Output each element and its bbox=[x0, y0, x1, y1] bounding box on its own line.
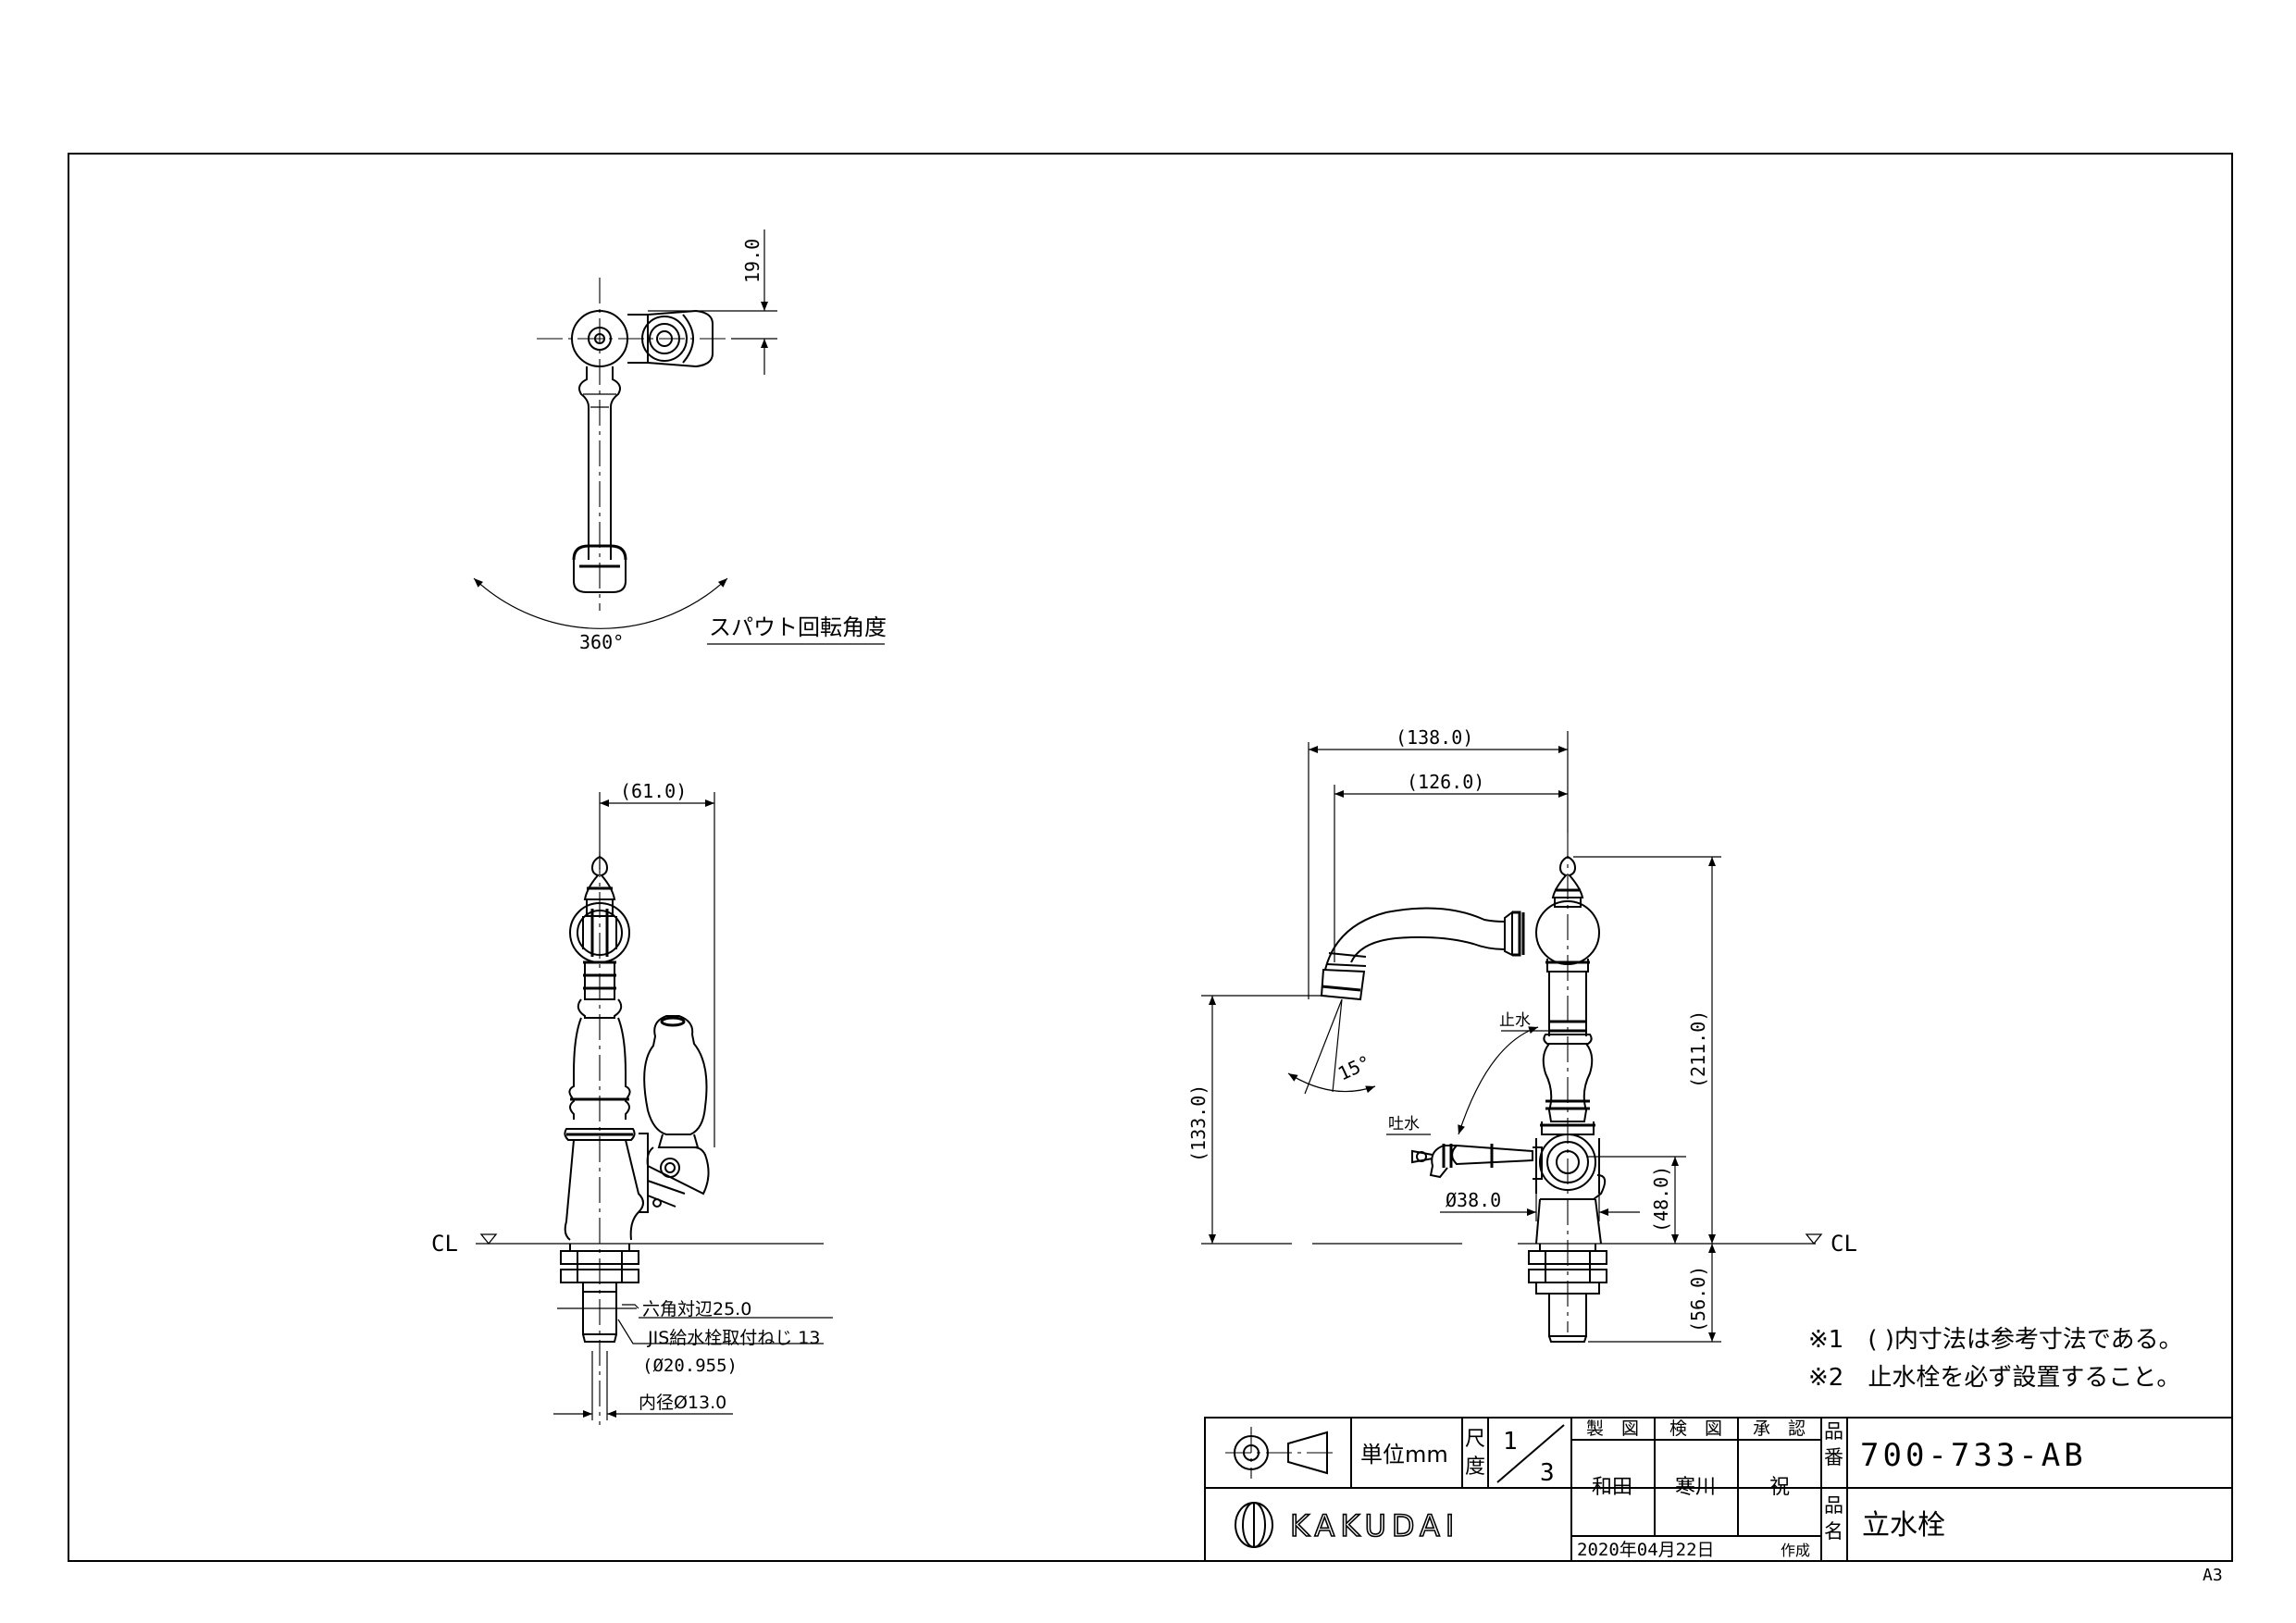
unit-label: 単位mm bbox=[1360, 1442, 1448, 1468]
part-name-label-1: 品 bbox=[1824, 1494, 1843, 1517]
cl-left: CL bbox=[431, 1231, 458, 1257]
dim-56: (56.0) bbox=[1687, 1266, 1709, 1332]
scale-den: 3 bbox=[1540, 1459, 1555, 1487]
top-view: 19.0 360° スパウト回転角度 bbox=[473, 229, 887, 653]
kakudai-logo: KAKUDAI bbox=[1235, 1502, 1459, 1548]
approved-by: 祝 bbox=[1769, 1476, 1790, 1499]
cl-right: CL bbox=[1831, 1231, 1857, 1257]
part-name-label-2: 名 bbox=[1824, 1520, 1843, 1542]
dim-19: 19.0 bbox=[741, 239, 763, 283]
note-2: ※2 止水栓を必ず設置すること。 bbox=[1808, 1364, 2180, 1392]
scale-label-1: 尺 bbox=[1465, 1428, 1485, 1451]
scale-num: 1 bbox=[1503, 1428, 1518, 1456]
stop-water-label: 止水 bbox=[1499, 1011, 1531, 1030]
note-1: ※1 ( )内寸法は参考寸法である。 bbox=[1808, 1326, 2183, 1354]
part-name: 立水栓 bbox=[1862, 1509, 1945, 1542]
part-number: 700-733-AB bbox=[1860, 1437, 2087, 1474]
rotation-angle: 360° bbox=[579, 631, 624, 653]
projection-symbol bbox=[1225, 1427, 1336, 1479]
title-block: 単位mm 尺 度 1 3 製 図 検 図 承 認 和田 寒川 祝 品 番 700… bbox=[1204, 1417, 2233, 1562]
sheet-size: A3 bbox=[2203, 1566, 2223, 1585]
date-suffix: 作成 bbox=[1781, 1542, 1810, 1559]
front-view: (138.0) (126.0) (211.0) (133.0) bbox=[1187, 726, 1857, 1343]
header-approved: 承 認 bbox=[1753, 1419, 1806, 1439]
dim-133: (133.0) bbox=[1187, 1084, 1210, 1162]
dim-48: (48.0) bbox=[1650, 1166, 1672, 1233]
hex-label: 六角対辺25.0 bbox=[642, 1299, 751, 1319]
drawing-frame bbox=[68, 153, 2233, 1562]
drawn-by: 和田 bbox=[1592, 1476, 1632, 1499]
part-no-label-1: 品 bbox=[1824, 1420, 1843, 1443]
dim-side-61: (61.0) bbox=[620, 780, 687, 802]
rotation-label: スパウト回転角度 bbox=[709, 614, 887, 640]
header-checked: 検 図 bbox=[1669, 1419, 1722, 1439]
discharge-label: 吐水 bbox=[1388, 1115, 1420, 1134]
dim-138: (138.0) bbox=[1396, 726, 1473, 749]
side-view: (61.0) CL bbox=[431, 780, 833, 1425]
date: 2020年04月22日 bbox=[1577, 1540, 1715, 1560]
dim-211: (211.0) bbox=[1687, 1010, 1709, 1088]
jis-thread-label: JIS給水栓取付ねじ 13 bbox=[647, 1328, 820, 1348]
part-no-label-2: 番 bbox=[1824, 1446, 1843, 1468]
header-drawn: 製 図 bbox=[1586, 1419, 1639, 1439]
dim-15deg: 15° bbox=[1334, 1051, 1374, 1085]
inner-dia: 内径Ø13.0 bbox=[639, 1393, 726, 1413]
thread-dia: (Ø20.955) bbox=[642, 1356, 738, 1376]
company-name: KAKUDAI bbox=[1290, 1508, 1459, 1543]
checked-by: 寒川 bbox=[1675, 1476, 1716, 1499]
dim-dia-38: Ø38.0 bbox=[1446, 1189, 1501, 1211]
scale-label-2: 度 bbox=[1465, 1456, 1485, 1479]
dim-126: (126.0) bbox=[1407, 771, 1484, 793]
